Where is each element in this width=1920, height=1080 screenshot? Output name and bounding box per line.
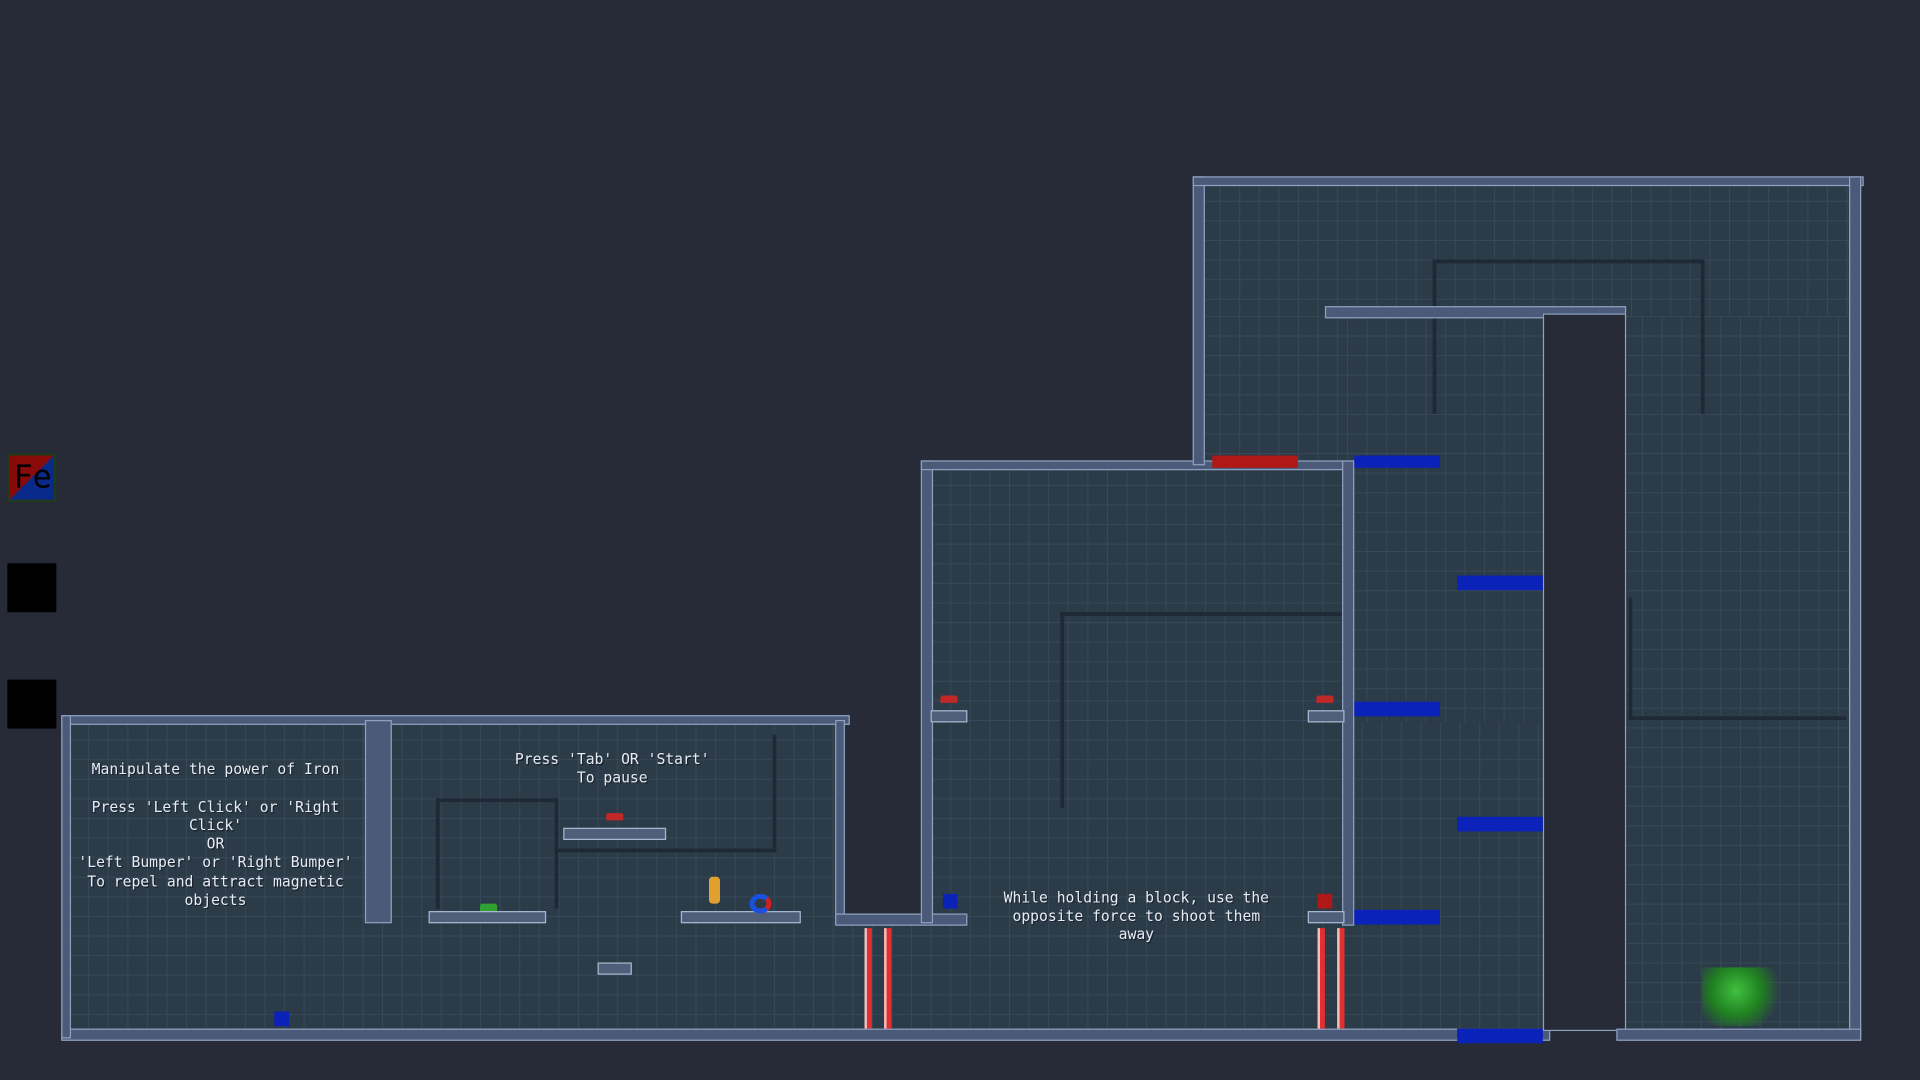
inventory-slot-2 xyxy=(7,679,57,729)
inventory-slot-1 xyxy=(7,563,57,613)
laser-beam xyxy=(1317,928,1325,1029)
pipe xyxy=(1628,597,1847,721)
red-button[interactable] xyxy=(1316,695,1334,703)
red-magnetic-panel xyxy=(1212,455,1298,468)
wall-pit-left xyxy=(835,720,845,924)
laser-beam xyxy=(884,928,892,1029)
red-button[interactable] xyxy=(940,695,958,703)
wall-upper-right xyxy=(1848,176,1862,1039)
tutorial-text-iron: Manipulate the power of Iron xyxy=(91,760,340,778)
gap xyxy=(842,720,931,919)
platform xyxy=(563,827,667,841)
wall-floor xyxy=(61,1028,1551,1041)
platform xyxy=(1307,710,1345,723)
blue-magnetic-panel xyxy=(1457,816,1543,832)
pipe xyxy=(558,734,777,853)
pipe xyxy=(1060,612,1347,809)
player-character xyxy=(708,876,721,904)
wall-right-floor xyxy=(1616,1028,1862,1041)
wall-central-right xyxy=(1342,460,1355,926)
room-start xyxy=(68,720,1546,1032)
wall-pit-floor xyxy=(835,913,968,926)
pipe xyxy=(435,798,559,909)
tutorial-text-controls: Press 'Left Click' or 'Right Click' OR '… xyxy=(78,798,353,871)
wall-divider xyxy=(364,720,392,924)
platform xyxy=(1307,911,1345,924)
wall-upper-left xyxy=(1192,176,1205,466)
platform xyxy=(930,710,968,723)
room-right xyxy=(1622,315,1852,1032)
magnet-icon xyxy=(749,893,772,914)
blue-magnetic-panel xyxy=(1354,909,1441,925)
element-fe-icon: Fe xyxy=(7,453,57,503)
element-symbol: Fe xyxy=(13,459,52,496)
blue-block[interactable] xyxy=(942,893,958,909)
room-upper xyxy=(1200,181,1852,316)
red-button[interactable] xyxy=(606,813,624,821)
blue-magnetic-panel xyxy=(1457,575,1543,591)
wall-central-left xyxy=(920,460,934,924)
blue-magnetic-panel xyxy=(1354,701,1441,717)
room-shaft xyxy=(1346,315,1546,723)
blue-magnetic-panel xyxy=(1457,1028,1543,1044)
tutorial-text-shoot: While holding a block, use the opposite … xyxy=(1003,888,1270,943)
green-button[interactable] xyxy=(480,903,498,912)
blue-block[interactable] xyxy=(274,1011,289,1027)
laser-beam xyxy=(864,928,872,1029)
tutorial-text-pause: Press 'Tab' OR 'Start' To pause xyxy=(514,750,710,787)
blue-magnetic-panel xyxy=(1354,455,1441,468)
platform xyxy=(597,962,632,975)
wall-pillar xyxy=(1542,313,1627,1032)
room-central xyxy=(930,465,1347,723)
wall-ceiling xyxy=(61,715,850,725)
tutorial-text-repel: To repel and attract magnetic objects xyxy=(87,873,344,909)
wall-left xyxy=(61,715,72,1039)
pipe xyxy=(1432,259,1705,414)
platform xyxy=(680,911,801,924)
goal-machine xyxy=(1702,967,1788,1027)
laser-beam xyxy=(1337,928,1345,1029)
wall-upper-top xyxy=(1192,176,1864,187)
red-block[interactable] xyxy=(1317,893,1333,909)
room-upper-left xyxy=(1200,315,1347,466)
platform xyxy=(428,911,547,924)
